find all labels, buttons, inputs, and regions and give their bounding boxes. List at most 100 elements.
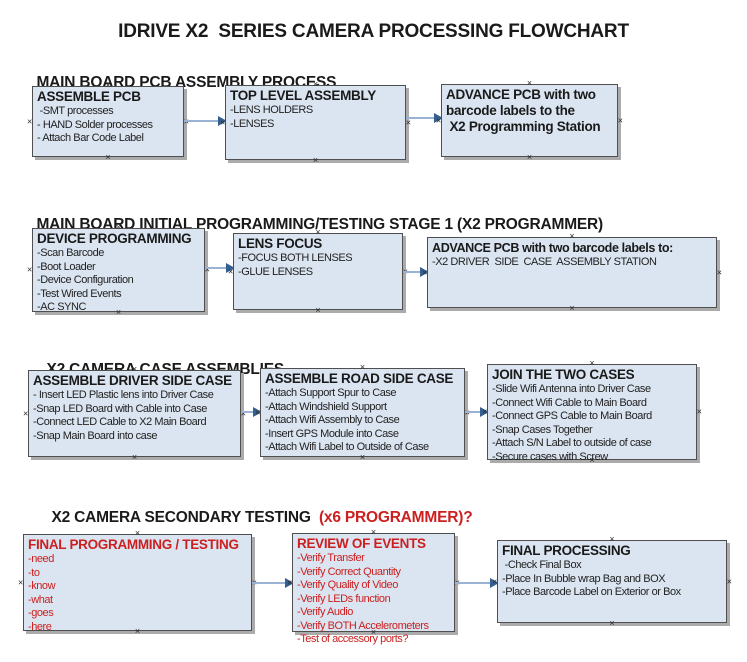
box-item: - HAND Solder processes bbox=[37, 118, 153, 131]
box-item: -Snap LED Board with Cable into Case bbox=[33, 402, 207, 415]
section-header-text: X2 CAMERA SECONDARY TESTING bbox=[51, 509, 319, 526]
connection-handle-icon: × bbox=[27, 264, 33, 275]
flow-box-join-the-two-cases: JOIN THE TWO CASES -Slide Wifi Antenna i… bbox=[482, 359, 702, 465]
box-item: -AC SYNC bbox=[37, 301, 86, 313]
box-title: ASSEMBLE PCB bbox=[37, 89, 141, 104]
flow-box-lens-focus: LENS FOCUS -FOCUS BOTH LENSES -GLUE LENS… bbox=[228, 228, 408, 315]
connection-handle-icon: × bbox=[726, 576, 732, 586]
box-item: -LENS HOLDERS bbox=[230, 104, 313, 116]
arrow-head-icon bbox=[226, 263, 235, 273]
box-item: -Attach Support Spur to Case bbox=[265, 387, 397, 399]
box-item: -Attach Wifi Label to Outside of Case bbox=[265, 441, 429, 453]
flow-box-assemble-driver-side-case: ASSEMBLE DRIVER SIDE CASE - Insert LED P… bbox=[23, 365, 246, 462]
box-item: -Connect GPS Cable to Main Board bbox=[492, 410, 652, 422]
arrow-head-icon bbox=[285, 578, 294, 588]
connection-handle-icon: × bbox=[609, 618, 615, 628]
connection-handle-icon: × bbox=[405, 117, 411, 127]
box-title: ADVANCE PCB with two barcode labels to: bbox=[432, 241, 673, 255]
box-item: -SMT processes bbox=[37, 105, 114, 117]
box-title: LENS FOCUS bbox=[238, 236, 323, 251]
flow-arrow bbox=[403, 267, 429, 277]
box-item: -goes bbox=[28, 607, 54, 619]
section-header-secondary-testing: X2 CAMERA SECONDARY TESTING (x6 PROGRAMM… bbox=[35, 491, 472, 545]
connection-handle-icon: × bbox=[105, 152, 111, 162]
box-title: FINAL PROGRAMMING / TESTING bbox=[28, 537, 239, 552]
arrow-head-icon bbox=[490, 578, 499, 588]
box-item: -Insert GPS Module into Case bbox=[265, 427, 399, 440]
flow-arrow bbox=[406, 113, 443, 123]
flow-box-top-level-assembly: TOP LEVEL ASSEMBLY -LENS HOLDERS -LENSES… bbox=[220, 80, 411, 165]
box-title: TOP LEVEL ASSEMBLY bbox=[230, 88, 376, 103]
flow-arrow bbox=[241, 407, 262, 417]
box-item: -Device Configuration bbox=[37, 274, 134, 286]
connection-handle-icon: × bbox=[312, 155, 319, 165]
box-item: -need bbox=[28, 553, 54, 565]
box-title: barcode labels to the bbox=[446, 103, 575, 118]
box-item: -Attach S/N Label to outside of case bbox=[492, 437, 652, 449]
section-header-red-text: (x6 PROGRAMMER)? bbox=[318, 509, 473, 526]
box-item: -LENSES bbox=[230, 117, 274, 130]
flow-box-assemble-road-side-case: ASSEMBLE ROAD SIDE CASE -Attach Support … bbox=[255, 363, 470, 462]
box-item: -Place Barcode Label on Exterior or Box bbox=[502, 586, 681, 598]
connection-handle-icon: × bbox=[131, 452, 138, 462]
flow-box-final-programming-testing: FINAL PROGRAMMING / TESTING -need -to -k… bbox=[18, 529, 257, 636]
box-item: -Place In Bubble wrap Bag and BOX bbox=[502, 572, 666, 585]
box-item: -Scan Barcode bbox=[37, 247, 104, 259]
box-item: -Verify LEDs function bbox=[297, 592, 391, 605]
page-title: IDRIVE X2 SERIES CAMERA PROCESSING FLOWC… bbox=[118, 21, 629, 42]
box-item: -Verify Quality of Video bbox=[297, 579, 398, 591]
box-item: - Insert LED Plastic lens into Driver Ca… bbox=[33, 389, 214, 401]
box-item: -Connect LED Cable to X2 Main Board bbox=[33, 416, 207, 428]
arrow-head-icon bbox=[420, 267, 429, 277]
connection-handle-icon: × bbox=[23, 408, 29, 418]
box-item: -know bbox=[28, 580, 56, 592]
box-item: -Test of accessory ports? bbox=[297, 633, 409, 645]
box-title: ASSEMBLE DRIVER SIDE CASE bbox=[33, 373, 232, 388]
box-item: -GLUE LENSES bbox=[238, 265, 313, 278]
arrow-head-icon bbox=[434, 113, 443, 123]
box-title: JOIN THE TWO CASES bbox=[492, 367, 635, 382]
flow-box-final-processing: FINAL PROCESSING -Check Final Box -Place… bbox=[492, 535, 732, 628]
arrow-head-icon bbox=[253, 407, 262, 417]
flow-arrow bbox=[184, 116, 227, 126]
connection-handle-icon: × bbox=[696, 406, 702, 417]
box-item: -Snap Main Board into case bbox=[33, 429, 158, 442]
connection-handle-icon: × bbox=[716, 267, 722, 277]
connection-handle-icon: × bbox=[526, 152, 533, 162]
box-title: X2 Programming Station bbox=[446, 119, 601, 134]
box-title: DEVICE PROGRAMMING bbox=[37, 231, 192, 246]
connection-handle-icon: × bbox=[569, 303, 575, 313]
box-item: -Test Wired Events bbox=[37, 287, 122, 300]
box-item: -Verify Audio bbox=[297, 606, 353, 618]
connection-handle-icon: × bbox=[315, 305, 321, 315]
arrow-head-icon bbox=[218, 116, 227, 126]
box-item: -Connect Wifi Cable to Main Board bbox=[492, 396, 647, 409]
box-title: FINAL PROCESSING bbox=[502, 543, 631, 558]
connection-handle-icon: × bbox=[27, 116, 33, 126]
box-item: - Attach Bar Code Label bbox=[37, 132, 144, 144]
box-item: -Slide Wifi Antenna into Driver Case bbox=[492, 383, 651, 395]
box-item: -Attach Windshield Support bbox=[265, 400, 387, 413]
box-item: -X2 DRIVER SIDE CASE ASSEMBLY STATION bbox=[432, 256, 657, 268]
box-item: -Secure cases with Screw bbox=[492, 450, 608, 463]
connection-handle-icon: × bbox=[617, 115, 623, 125]
box-item: -here bbox=[28, 620, 52, 633]
flow-box-advance-pcb-driver-side: ADVANCE PCB with two barcode labels to: … bbox=[422, 232, 722, 313]
box-title: ASSEMBLE ROAD SIDE CASE bbox=[265, 371, 454, 386]
box-title: ADVANCE PCB with two bbox=[446, 87, 596, 102]
box-item: -Verify Transfer bbox=[297, 552, 365, 564]
box-item: -to bbox=[28, 566, 40, 579]
connection-handle-icon: × bbox=[18, 577, 24, 587]
flow-box-assemble-pcb: ASSEMBLE PCB -SMT processes - HAND Solde… bbox=[27, 81, 189, 162]
flow-arrow bbox=[252, 578, 294, 588]
flow-box-review-of-events: REVIEW OF EVENTS -Verify Transfer -Verif… bbox=[287, 528, 460, 646]
flow-arrow bbox=[465, 407, 489, 417]
box-item: -Verify Correct Quantity bbox=[297, 565, 401, 578]
box-item: -FOCUS BOTH LENSES bbox=[238, 252, 353, 264]
flow-arrow bbox=[455, 578, 499, 588]
box-item: -Check Final Box bbox=[502, 559, 582, 571]
flow-arrow bbox=[205, 263, 235, 273]
box-item: -Attach Wifi Assembly to Case bbox=[265, 414, 400, 426]
box-item: -Boot Loader bbox=[37, 260, 96, 273]
